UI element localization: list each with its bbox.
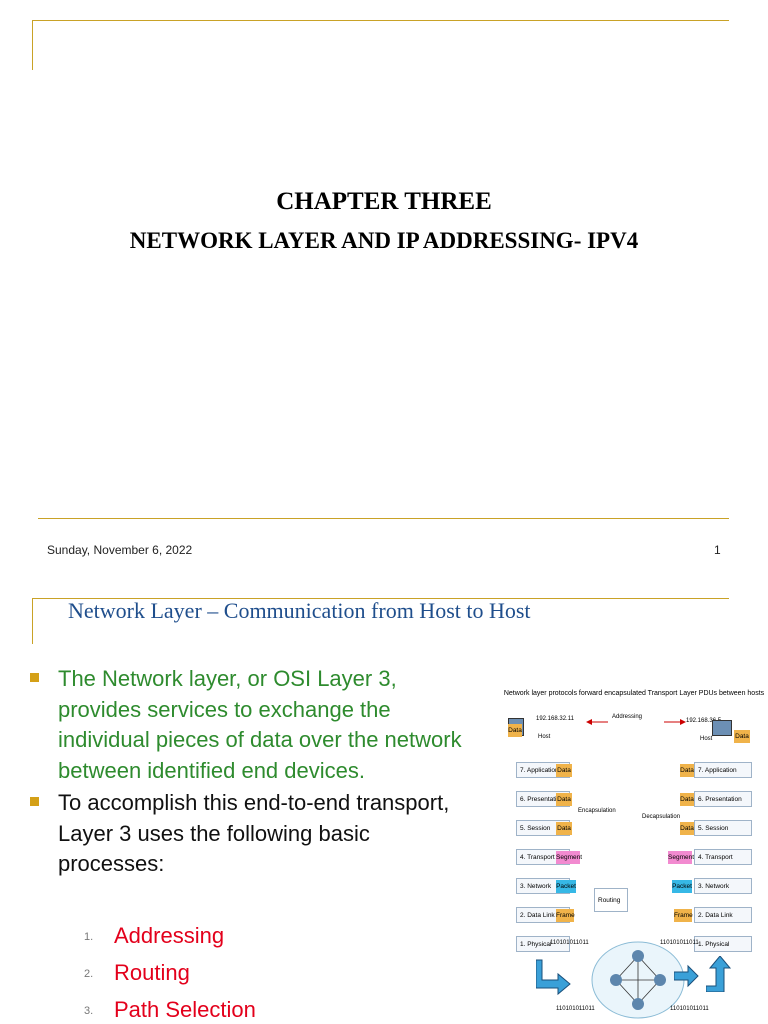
down-right-arrow-icon <box>536 959 571 996</box>
data-tag: Data <box>556 822 572 835</box>
sub-item-path-selection: 3. Path Selection <box>84 997 256 1023</box>
chapter-subtitle: NETWORK LAYER AND IP ADDRESSING- IPV4 <box>129 228 639 253</box>
sub-item-number: 2. <box>84 968 94 981</box>
data-tag: Data <box>680 793 694 806</box>
double-arrow-icon <box>586 719 686 725</box>
data-tag: Data <box>680 822 694 835</box>
right-layer-5: 5. Session <box>694 820 752 836</box>
right-layer-3: 3. Network <box>694 878 752 894</box>
data-tag: Data <box>556 764 572 777</box>
left-layer-1: 1. Physical <box>516 936 570 952</box>
bits-bottom-left: 110101011011 <box>556 1006 595 1012</box>
data-tag: Data <box>556 793 572 806</box>
bullet-item: To accomplish this end-to-end transport,… <box>30 788 480 880</box>
bullet-text: The Network layer, or OSI Layer 3, provi… <box>58 666 462 783</box>
top-rule <box>32 20 729 21</box>
bullet-text: To accomplish this end-to-end transport,… <box>58 790 450 876</box>
sub-item-text: Routing <box>114 960 190 985</box>
bits-right: 110101011011 <box>660 940 699 946</box>
diagram-header: Network layer protocols forward encapsul… <box>503 690 765 697</box>
right-layer-1: 1. Physical <box>694 936 752 952</box>
left-ip: 192.168.32.11 <box>536 716 574 722</box>
packet-tag: Packet <box>556 880 576 893</box>
right-layer-6: 6. Presentation <box>694 791 752 807</box>
network-cloud-icon <box>591 941 685 1019</box>
data-tag: Data <box>680 764 694 777</box>
bullet-item: The Network layer, or OSI Layer 3, provi… <box>30 664 480 786</box>
chapter-title: CHAPTER THREE <box>276 188 492 215</box>
footer-rule <box>38 518 729 519</box>
sub-item-addressing: 1. Addressing <box>84 923 224 949</box>
right-ip: 192.168.36.5 <box>686 718 722 724</box>
osi-diagram: Network layer protocols forward encapsul… <box>500 690 768 1024</box>
bullet-square-icon <box>30 797 39 806</box>
decapsulation-label: Decapsulation <box>642 814 681 820</box>
sub-item-text: Path Selection <box>114 997 256 1022</box>
sub-item-text: Addressing <box>114 923 225 948</box>
segment-tag: Segment <box>668 851 694 864</box>
frame-tag: Frame <box>674 909 693 922</box>
slide-title: Network Layer – Communication from Host … <box>68 598 531 623</box>
right-layer-4: 4. Transport <box>694 849 752 865</box>
right-layer-2: 2. Data Link <box>694 907 752 923</box>
segment-tag: Segment <box>556 851 582 864</box>
left-rule <box>32 598 33 644</box>
title-slide: CHAPTER THREE NETWORK LAYER AND IP ADDRE… <box>32 20 729 557</box>
right-arrow-icon <box>674 964 699 988</box>
routing-box: Routing <box>594 888 628 912</box>
data-tag: Data <box>508 724 522 737</box>
right-host-label: Host <box>700 736 713 742</box>
sub-item-routing: 2. Routing <box>84 960 190 986</box>
page-number: 1 <box>714 543 721 557</box>
sub-item-number: 3. <box>84 1005 94 1018</box>
data-tag: Data <box>734 730 750 743</box>
packet-tag: Packet <box>672 880 692 893</box>
top-rule <box>32 598 729 599</box>
left-host-label: Host <box>538 734 551 740</box>
left-rule <box>32 20 33 70</box>
bits-bottom-right: 110101011011 <box>670 1006 709 1012</box>
up-right-arrow-icon <box>706 956 732 992</box>
bits-left: 110101011011 <box>550 940 589 946</box>
encapsulation-label: Encapsulation <box>578 808 616 814</box>
addressing-label: Addressing <box>612 714 643 720</box>
sub-item-number: 1. <box>84 931 94 944</box>
bullet-list: The Network layer, or OSI Layer 3, provi… <box>30 664 480 880</box>
frame-tag: Frame <box>556 909 575 922</box>
content-slide: Network Layer – Communication from Host … <box>0 578 768 1024</box>
right-layer-7: 7. Application <box>694 762 752 778</box>
footer-date: Sunday, November 6, 2022 <box>47 543 193 557</box>
bullet-square-icon <box>30 673 39 682</box>
computer-icon <box>712 720 732 736</box>
